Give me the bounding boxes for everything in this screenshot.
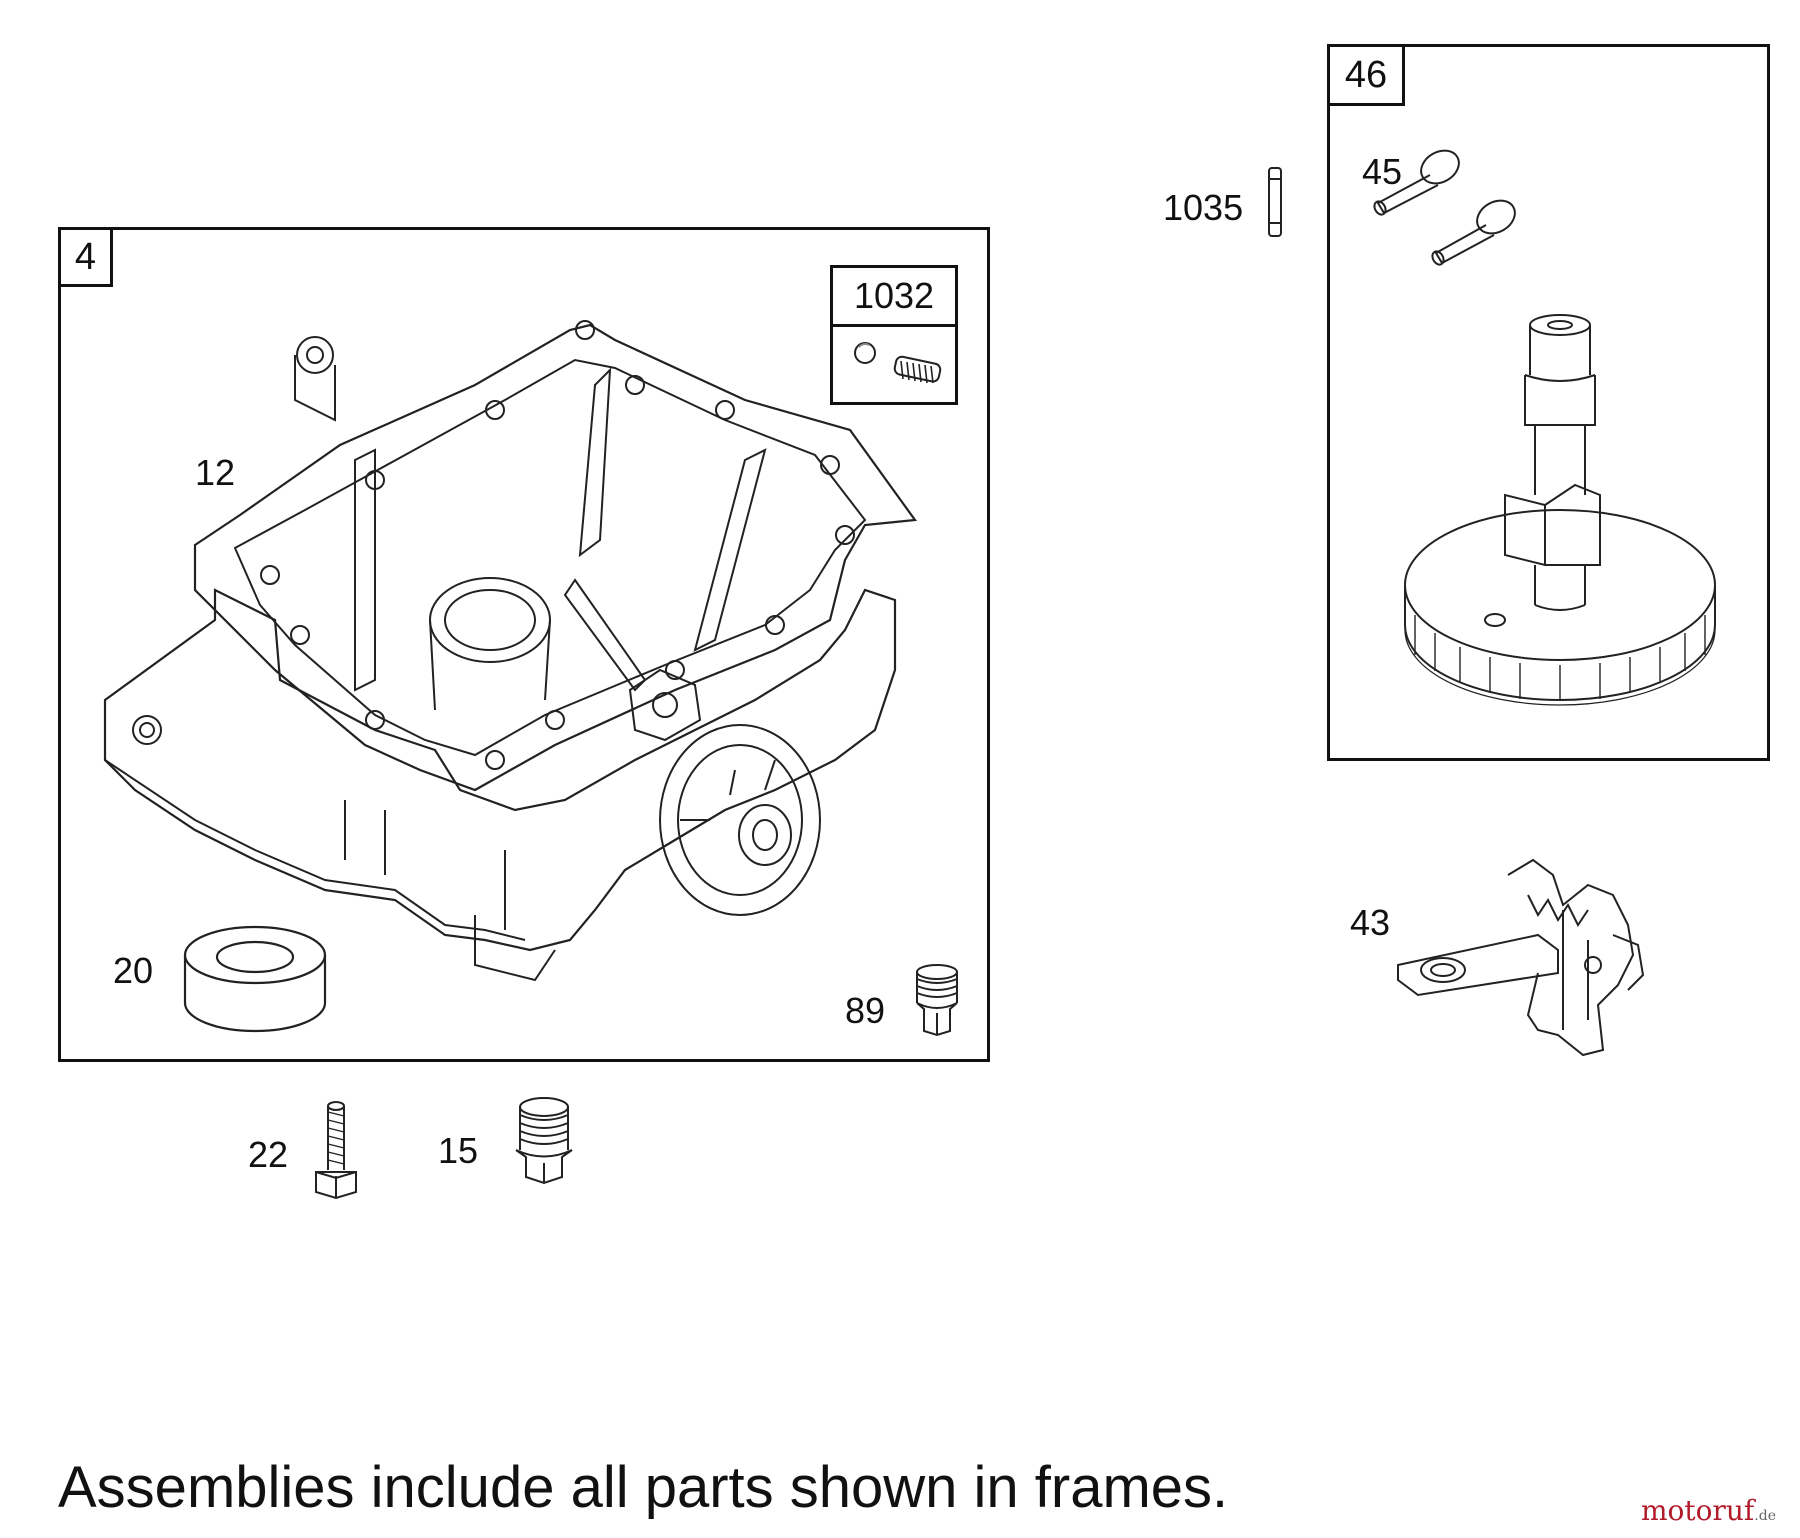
oil-seal-drawing (180, 925, 330, 1035)
callout-15: 15 (438, 1130, 479, 1171)
callout-22: 22 (248, 1134, 289, 1175)
callout-45: 45 (1362, 151, 1403, 192)
assembly-frame-46: 46 (1327, 44, 1770, 761)
frame-tag-4: 4 (58, 227, 113, 287)
pin-1035-drawing (1262, 165, 1288, 240)
watermark-tld: .de (1754, 1508, 1776, 1524)
sump-cover-drawing (75, 290, 895, 1000)
callout-12: 12 (195, 452, 236, 493)
watermark-brand: motoruf (1640, 1494, 1755, 1527)
callout-89: 89 (845, 990, 886, 1031)
watermark-logo: motoruf.de (1641, 1494, 1776, 1527)
check-ball-and-spring-drawing (845, 335, 955, 390)
plug-15-drawing (512, 1095, 577, 1185)
bolt-22-drawing (312, 1100, 360, 1200)
assemblies-footnote: Assemblies include all parts shown in fr… (58, 1455, 1229, 1520)
callout-1035: 1035 (1163, 187, 1244, 228)
camshaft-gear-drawing (1395, 315, 1725, 715)
tappets-45-drawing (1368, 145, 1528, 275)
assembly-frame-4: 4 (58, 227, 990, 1062)
callout-20: 20 (113, 950, 154, 991)
governor-bracket-43-drawing (1388, 855, 1658, 1060)
callout-43: 43 (1350, 902, 1391, 943)
subkit-frame-1032: 1032 (830, 265, 958, 405)
frame-tag-1032: 1032 (830, 265, 958, 327)
drain-plug-89-drawing (912, 963, 962, 1038)
frame-tag-46: 46 (1327, 44, 1405, 106)
